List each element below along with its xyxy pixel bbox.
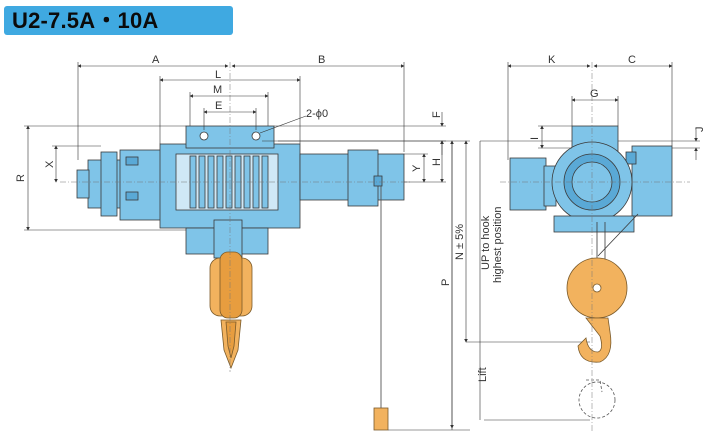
dim-label-N: N ± 5% bbox=[454, 224, 466, 260]
dim-label-L: L bbox=[215, 69, 221, 81]
dim-label-I: I bbox=[529, 137, 541, 140]
dim-label-F: F bbox=[431, 111, 443, 118]
hook-block bbox=[209, 251, 253, 370]
side-motor-box bbox=[509, 157, 547, 211]
dim-label-2phi: 2-ϕ0 bbox=[306, 108, 328, 120]
label-up-to-hook: UP to hook bbox=[480, 215, 492, 270]
dim-label-J: J bbox=[694, 127, 706, 133]
page-title: U2-7.5A・10A bbox=[4, 6, 233, 35]
control-box bbox=[631, 145, 673, 217]
dim-label-K: K bbox=[548, 54, 556, 66]
dim-label-E: E bbox=[215, 100, 222, 112]
side-view bbox=[500, 62, 690, 432]
dim-label-Y: Y bbox=[411, 164, 423, 172]
dim-label-B: B bbox=[318, 54, 325, 66]
side-hook bbox=[577, 317, 612, 363]
dim-label-lift: Lift bbox=[477, 367, 489, 382]
dim-label-M: M bbox=[213, 84, 222, 96]
dim-label-P: P bbox=[440, 279, 452, 286]
dim-label-G: G bbox=[590, 88, 599, 100]
front-view bbox=[60, 62, 410, 431]
dim-label-H: H bbox=[431, 158, 443, 166]
pendant-switch bbox=[373, 407, 389, 431]
dim-label-R: R bbox=[15, 174, 27, 182]
dim-label-X: X bbox=[44, 160, 56, 168]
dim-label-A: A bbox=[152, 54, 160, 66]
label-highest-position: highest position bbox=[492, 207, 504, 283]
dim-label-C: C bbox=[628, 54, 636, 66]
